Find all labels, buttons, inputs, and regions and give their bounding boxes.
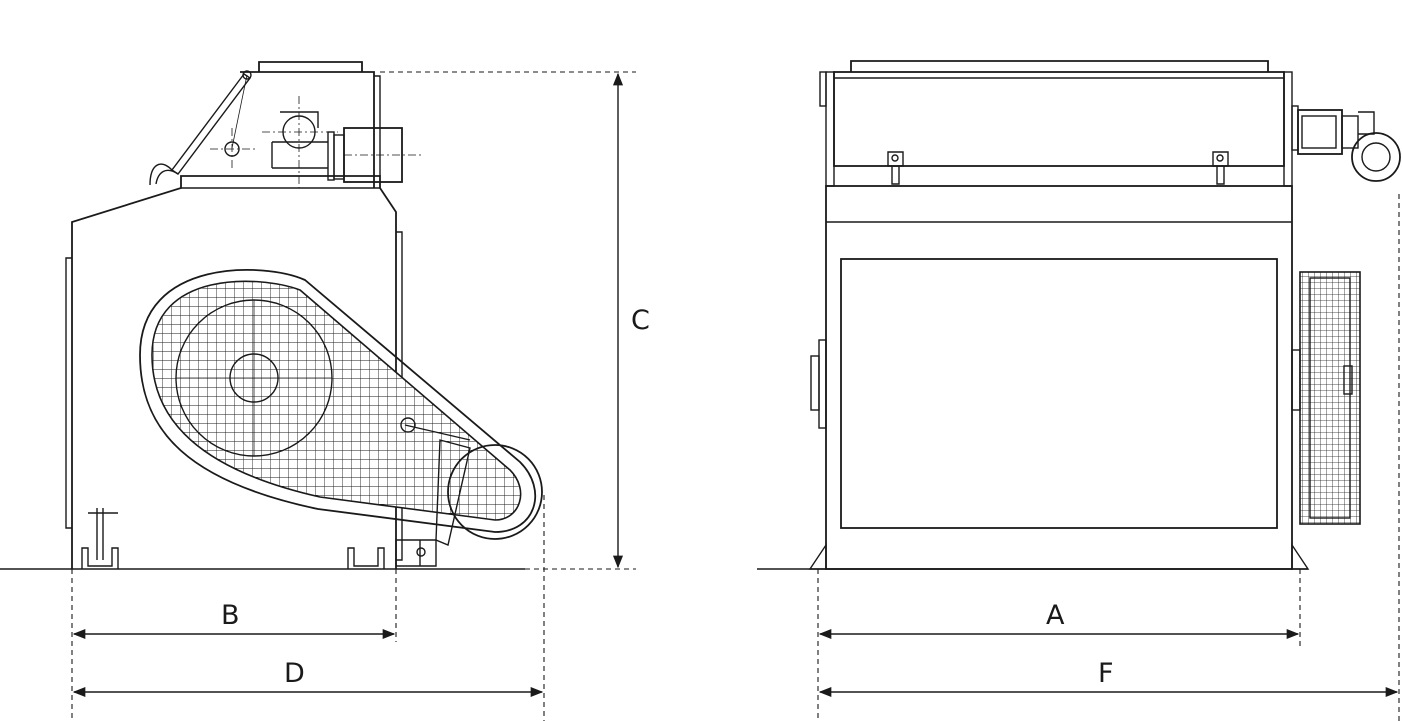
- side-main-body: [71, 175, 397, 569]
- front-access-panel: [840, 258, 1278, 529]
- side-foot-dimension-tick: [88, 508, 118, 560]
- front-belt-guard-inner: [1309, 277, 1351, 519]
- side-motor-coupling: [333, 134, 345, 180]
- dim-label-f: F: [1098, 658, 1114, 689]
- side-bottom-bracket: [395, 539, 437, 567]
- front-guard-latch: [1343, 365, 1353, 395]
- front-left-handle: [810, 355, 820, 411]
- front-motor-flange: [1291, 105, 1299, 151]
- side-lid-rod: [231, 74, 248, 149]
- front-motor-window: [1301, 115, 1337, 149]
- side-top-cap: [258, 61, 363, 72]
- front-guard-mount: [1291, 349, 1301, 411]
- side-lid-hinge: [242, 70, 252, 80]
- front-latch-left: [887, 151, 904, 185]
- front-right-foot: [1291, 542, 1310, 570]
- side-belt-guard-outline: [139, 269, 536, 533]
- side-top-housing: [240, 71, 375, 188]
- dim-label-b: B: [221, 600, 240, 631]
- side-right-foot: [347, 547, 385, 569]
- front-top-right-ear: [1283, 71, 1293, 187]
- front-top-left-clip: [819, 71, 827, 107]
- front-belt-guard-mesh: [1299, 271, 1361, 525]
- dim-label-a: A: [1046, 600, 1065, 631]
- side-top-edge: [374, 75, 381, 176]
- front-latch-right: [1212, 151, 1229, 185]
- side-motor-flange: [327, 131, 335, 181]
- front-main-housing: [825, 185, 1293, 570]
- front-motor-wheel: [1351, 132, 1401, 182]
- front-top-left-ear: [825, 71, 835, 187]
- side-tensioner-link: [404, 424, 471, 441]
- side-lid-handle: [149, 163, 179, 186]
- side-small-pulley: [447, 444, 543, 540]
- side-bracket-bolt: [416, 547, 426, 557]
- side-lid-arm: [170, 73, 252, 175]
- front-left-foot: [808, 542, 827, 570]
- front-view: A F: [757, 60, 1401, 721]
- front-motor-gearbox: [1358, 111, 1375, 135]
- dim-label-d: D: [284, 658, 305, 689]
- side-pipe: [271, 141, 328, 169]
- front-motor-wheel-hub: [1361, 142, 1391, 172]
- front-top-cap: [850, 60, 1269, 72]
- dim-label-c: C: [631, 305, 650, 336]
- front-left-bracket: [818, 339, 827, 429]
- front-motor-coupling: [1341, 115, 1359, 149]
- side-tensioner-arm: [435, 439, 471, 546]
- side-left-plate: [65, 257, 72, 529]
- side-shaft-housing: [280, 111, 319, 128]
- side-tensioner-pivot: [400, 417, 416, 433]
- side-view: C B D: [0, 61, 650, 721]
- side-belt-guard-mesh: [151, 280, 522, 521]
- side-left-foot: [81, 547, 119, 569]
